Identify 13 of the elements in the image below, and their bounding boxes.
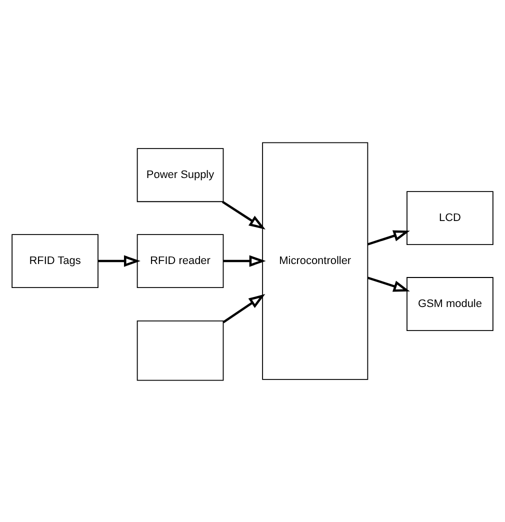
arrow: [222, 294, 266, 323]
node-box: RFID reader: [136, 234, 224, 288]
arrow: [367, 230, 410, 245]
node-box: GSM module: [406, 276, 494, 330]
arrow: [223, 254, 266, 266]
arrow: [98, 254, 140, 266]
node-box: Power Supply: [136, 148, 224, 202]
node-box: LCD: [406, 190, 494, 245]
arrow: [367, 276, 410, 292]
node-box: Microcontroller: [262, 142, 368, 380]
node-box: [136, 320, 224, 380]
node-box: RFID Tags: [12, 234, 98, 288]
arrow: [222, 200, 266, 230]
